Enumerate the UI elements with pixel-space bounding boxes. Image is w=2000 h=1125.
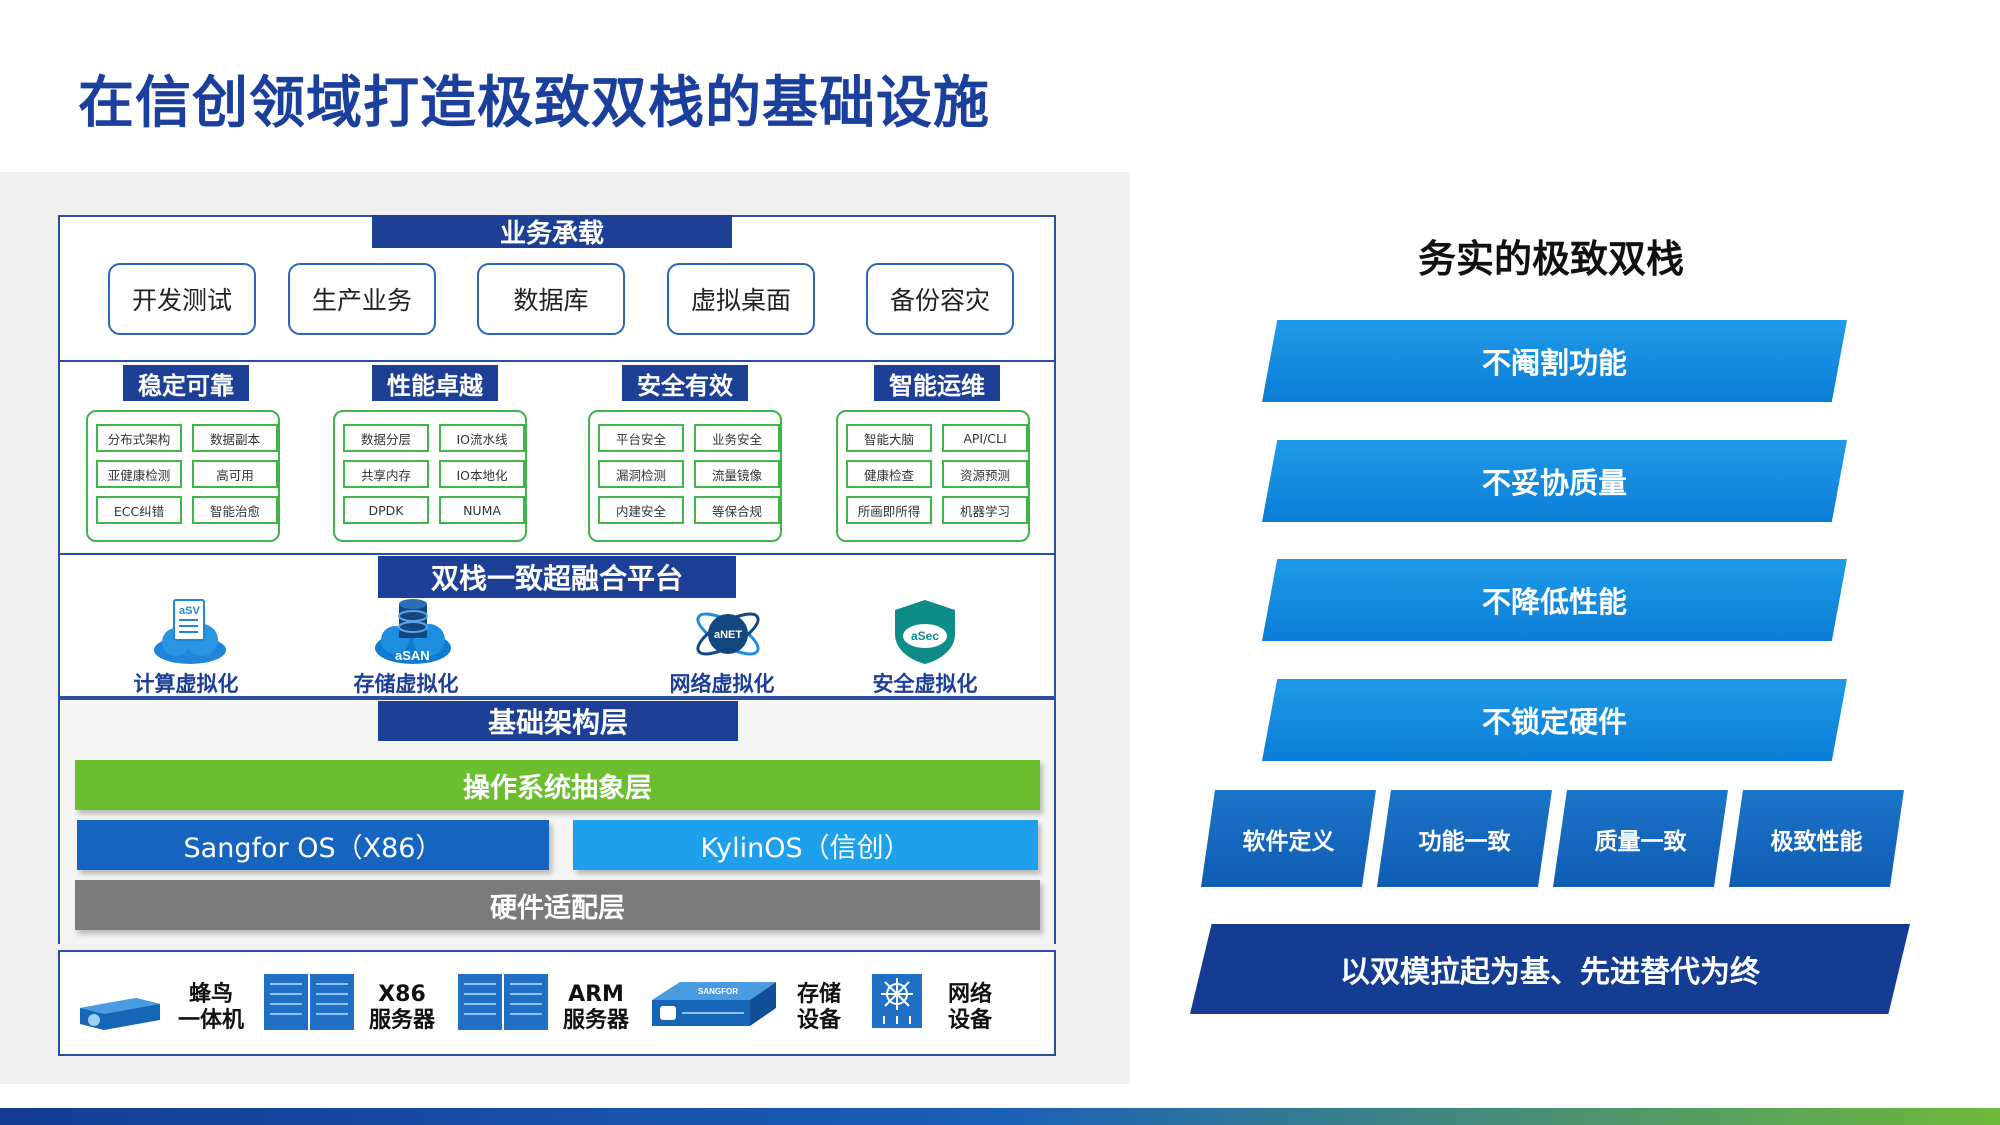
feature-cell: ECC纠错 xyxy=(96,496,182,524)
foundation-function-consistent: 功能一致 xyxy=(1377,790,1552,887)
pillar-no-performance-drop: 不降低性能 xyxy=(1262,559,1847,641)
compute-virtualization-label: 计算虚拟化 xyxy=(133,672,239,696)
hw-label-storage: 存储 设备 xyxy=(796,982,841,1033)
storage-device-icon: SANGFOR xyxy=(652,982,776,1026)
business-item-backup: 备份容灾 xyxy=(866,263,1014,335)
asv-badge: aSV xyxy=(179,605,200,617)
asan-badge: aSAN xyxy=(395,648,430,663)
base-statement: 以双模拉起为基、先进替代为终 xyxy=(1190,924,1910,1014)
platform-band: 双栈一致超融合平台 xyxy=(378,556,736,598)
divider xyxy=(58,360,1056,362)
business-item-database: 数据库 xyxy=(477,263,625,335)
feature-cell: 数据分层 xyxy=(343,424,429,452)
sangfor-os-bar: Sangfor OS（X86） xyxy=(77,820,549,870)
feature-group-performance: 数据分层 IO流水线 共享内存 IO本地化 DPDK NUMA xyxy=(333,410,527,542)
security-virtualization-label: 安全虚拟化 xyxy=(872,672,978,696)
feature-cell: 健康检查 xyxy=(846,460,932,488)
base-band: 基础架构层 xyxy=(378,701,738,741)
business-item-production: 生产业务 xyxy=(288,263,436,335)
feature-cell: 高可用 xyxy=(192,460,278,488)
asec-badge: aSec xyxy=(911,629,939,643)
feature-cell: 分布式架构 xyxy=(96,424,182,452)
foundation-extreme-performance: 极致性能 xyxy=(1729,790,1904,887)
page-title: 在信创领域打造极致双栈的基础设施 xyxy=(78,71,990,136)
feature-cell: 所画即所得 xyxy=(846,496,932,524)
feature-cell: 业务安全 xyxy=(694,424,780,452)
category-tag-ops: 智能运维 xyxy=(874,365,1000,401)
category-tag-stability: 稳定可靠 xyxy=(123,365,249,401)
business-item-dev-test: 开发测试 xyxy=(108,263,256,335)
pillar-no-quality-compromise: 不妥协质量 xyxy=(1262,440,1847,522)
feature-cell: 机器学习 xyxy=(942,496,1028,524)
feature-cell: NUMA xyxy=(439,496,525,524)
feature-cell: 流量镜像 xyxy=(694,460,780,488)
category-tag-performance: 性能卓越 xyxy=(372,365,498,401)
network-device-icon xyxy=(872,974,922,1028)
business-band: 业务承载 xyxy=(372,215,732,249)
hardware-adaptation-layer: 硬件适配层 xyxy=(75,880,1040,930)
footer-gradient-bar xyxy=(0,1108,2000,1125)
foundation-quality-consistent: 质量一致 xyxy=(1553,790,1728,887)
asv-compute-icon: aSV xyxy=(154,599,226,664)
feature-cell: API/CLI xyxy=(942,424,1028,452)
feature-cell: 资源预测 xyxy=(942,460,1028,488)
hardware-frame xyxy=(58,950,1056,1056)
feature-cell: 数据副本 xyxy=(192,424,278,452)
feature-cell: 漏洞检测 xyxy=(598,460,684,488)
appliance-icon xyxy=(80,998,160,1030)
feature-group-stability: 分布式架构 数据副本 亚健康检测 高可用 ECC纠错 智能治愈 xyxy=(86,410,280,542)
feature-cell: 内建安全 xyxy=(598,496,684,524)
feature-group-ops: 智能大脑 API/CLI 健康检查 资源预测 所画即所得 机器学习 xyxy=(836,410,1030,542)
os-abstraction-layer: 操作系统抽象层 xyxy=(75,760,1040,810)
right-title: 务实的极致双栈 xyxy=(1418,237,1685,281)
hw-label-appliance: 蜂鸟 一体机 xyxy=(177,982,244,1033)
pillar-no-feature-cut: 不阉割功能 xyxy=(1262,320,1847,402)
anet-badge: aNET xyxy=(714,629,742,641)
storage-brand: SANGFOR xyxy=(698,987,738,996)
feature-cell: 智能大脑 xyxy=(846,424,932,452)
storage-virtualization-label: 存储虚拟化 xyxy=(353,672,459,696)
feature-cell: 等保合规 xyxy=(694,496,780,524)
business-item-virtual-desktop: 虚拟桌面 xyxy=(667,263,815,335)
feature-cell: 智能治愈 xyxy=(192,496,278,524)
hw-label-x86: X86 服务器 xyxy=(368,982,435,1033)
feature-cell: 平台安全 xyxy=(598,424,684,452)
anet-network-icon: aNET xyxy=(696,612,760,656)
feature-cell: DPDK xyxy=(343,496,429,524)
kylin-os-bar: KylinOS（信创） xyxy=(573,820,1038,870)
pillar-no-hardware-lock: 不锁定硬件 xyxy=(1262,679,1847,761)
arm-server-icon xyxy=(458,974,548,1030)
feature-cell: 亚健康检测 xyxy=(96,460,182,488)
category-tag-security: 安全有效 xyxy=(622,365,748,401)
x86-server-icon xyxy=(264,974,354,1030)
feature-cell: IO流水线 xyxy=(439,424,525,452)
feature-cell: IO本地化 xyxy=(439,460,525,488)
foundation-software-defined: 软件定义 xyxy=(1201,790,1376,887)
divider xyxy=(58,553,1056,555)
network-virtualization-label: 网络虚拟化 xyxy=(669,672,775,696)
asec-security-icon: aSec xyxy=(895,600,955,664)
feature-group-security: 平台安全 业务安全 漏洞检测 流量镜像 内建安全 等保合规 xyxy=(588,410,782,542)
hw-label-arm: ARM 服务器 xyxy=(562,982,629,1033)
hw-label-network: 网络 设备 xyxy=(947,982,992,1033)
feature-cell: 共享内存 xyxy=(343,460,429,488)
asan-storage-icon: aSAN xyxy=(375,599,451,664)
